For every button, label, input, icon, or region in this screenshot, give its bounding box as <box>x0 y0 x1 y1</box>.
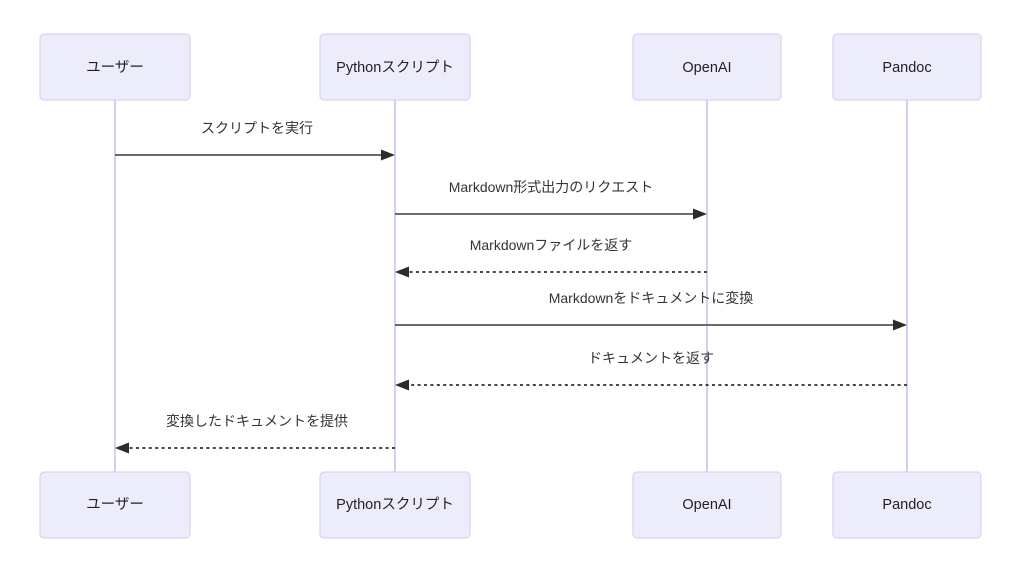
participant-bottom-python[interactable]: Pythonスクリプト <box>319 471 471 539</box>
message-return-markdown-file[interactable]: Markdownファイルを返す <box>395 237 707 278</box>
arrow-head-right <box>893 319 907 331</box>
participant-bottom-pandoc[interactable]: Pandoc <box>832 471 982 539</box>
participant-box[interactable] <box>832 33 982 101</box>
arrow-head-right <box>693 208 707 220</box>
participant-label: ユーザー <box>86 59 144 76</box>
participant-label: Pythonスクリプト <box>336 59 454 76</box>
participant-label: OpenAI <box>682 497 731 513</box>
participant-label: Pandoc <box>882 497 931 513</box>
message-provide-converted-document[interactable]: 変換したドキュメントを提供 <box>115 413 395 454</box>
message-label: スクリプトを実行 <box>201 120 313 136</box>
participant-top-user[interactable]: ユーザー <box>39 33 191 101</box>
participant-box[interactable] <box>632 33 782 101</box>
message-request-markdown[interactable]: Markdown形式出力のリクエスト <box>395 179 707 220</box>
participant-box[interactable] <box>319 471 471 539</box>
lifelines-group <box>114 100 908 472</box>
message-label: 変換したドキュメントを提供 <box>166 413 348 429</box>
participant-box[interactable] <box>39 33 191 101</box>
message-convert-document[interactable]: Markdownをドキュメントに変換 <box>395 290 907 331</box>
participant-top-openai[interactable]: OpenAI <box>632 33 782 101</box>
arrow-head-left <box>395 379 409 391</box>
participant-label: Pythonスクリプト <box>336 496 454 513</box>
participant-label: Pandoc <box>882 60 931 76</box>
participants-bottom: ユーザー Pythonスクリプト OpenAI Pandoc <box>39 471 982 539</box>
message-return-document[interactable]: ドキュメントを返す <box>395 350 907 391</box>
arrow-head-left <box>395 266 409 278</box>
participant-top-pandoc[interactable]: Pandoc <box>832 33 982 101</box>
arrow-head-right <box>381 149 395 161</box>
participant-bottom-openai[interactable]: OpenAI <box>632 471 782 539</box>
message-label: Markdownファイルを返す <box>470 237 633 253</box>
message-label: Markdownをドキュメントに変換 <box>549 290 754 306</box>
participant-label: ユーザー <box>86 496 144 513</box>
participant-bottom-user[interactable]: ユーザー <box>39 471 191 539</box>
message-label: Markdown形式出力のリクエスト <box>449 179 654 195</box>
message-label: ドキュメントを返す <box>588 350 714 366</box>
messages-group: スクリプトを実行 Markdown形式出力のリクエスト Markdownファイル… <box>115 120 907 454</box>
message-execute-script[interactable]: スクリプトを実行 <box>115 120 395 161</box>
participant-box[interactable] <box>632 471 782 539</box>
participants-top: ユーザー Pythonスクリプト OpenAI Pandoc <box>39 33 982 101</box>
participant-box[interactable] <box>39 471 191 539</box>
participant-box[interactable] <box>832 471 982 539</box>
arrow-head-left <box>115 442 129 454</box>
participant-box[interactable] <box>319 33 471 101</box>
participant-label: OpenAI <box>682 60 731 76</box>
participant-top-python[interactable]: Pythonスクリプト <box>319 33 471 101</box>
